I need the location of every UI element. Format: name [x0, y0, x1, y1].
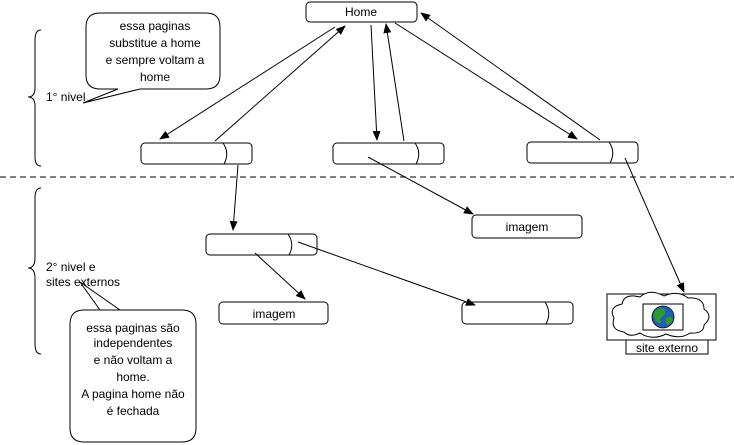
arrow-middle-to-home — [383, 23, 405, 142]
level2-brace — [27, 187, 42, 355]
arrow-left-to-level2 — [229, 164, 239, 231]
callout-level2-line4: home. — [116, 370, 149, 384]
image-node-level2: imagem — [218, 301, 329, 325]
level1-brace — [27, 29, 42, 167]
callout-level2 — [69, 281, 197, 443]
arrow-home-to-left — [159, 26, 336, 140]
external-site-label: site externo — [636, 341, 698, 355]
callout-level1-line4: home — [140, 70, 170, 84]
home-node: Home — [305, 1, 418, 23]
level2-label-line2: sites externos — [46, 275, 120, 289]
level1-label: 1° nivel — [46, 90, 86, 104]
arrow-home-to-right — [394, 22, 578, 140]
callout-level2-line3: e não voltam a — [94, 353, 173, 367]
arrow-right-to-home — [420, 12, 601, 141]
arrow-left-to-home — [214, 25, 346, 142]
level2-label-line1: 2° nivel e — [46, 260, 96, 274]
arrow-level2-to-image — [254, 252, 306, 300]
level1-page-left — [140, 142, 253, 165]
image-node-level2-label: imagem — [253, 307, 296, 321]
globe-land-icon — [653, 308, 673, 325]
arrow-right-to-external — [624, 157, 685, 293]
level2-page-right — [461, 301, 574, 325]
arrow-level2-to-page — [297, 241, 476, 306]
image-node-level1: imagem — [471, 214, 583, 239]
callout-level1-line1: essa paginas — [120, 19, 191, 33]
callout-level2-line2: independentes — [94, 336, 173, 350]
level1-page-right — [526, 141, 639, 164]
level1-page-middle — [332, 142, 445, 165]
arrow-middle-to-image — [367, 156, 474, 215]
home-node-label: Home — [345, 5, 377, 19]
callout-level1 — [82, 12, 221, 104]
callout-level2-line6: é fechada — [107, 404, 160, 418]
arrow-home-to-middle — [370, 24, 381, 141]
level2-page — [205, 233, 318, 256]
callout-level2-line1: essa paginas são — [86, 321, 180, 335]
callout-level2-line5: A pagina home não — [81, 387, 185, 401]
external-site-node: site externo — [606, 291, 717, 355]
callout-level1-line2: substitue a home — [109, 36, 201, 50]
callout-level1-line3: e sempre voltam a — [106, 53, 205, 67]
image-node-level1-label: imagem — [506, 220, 549, 234]
